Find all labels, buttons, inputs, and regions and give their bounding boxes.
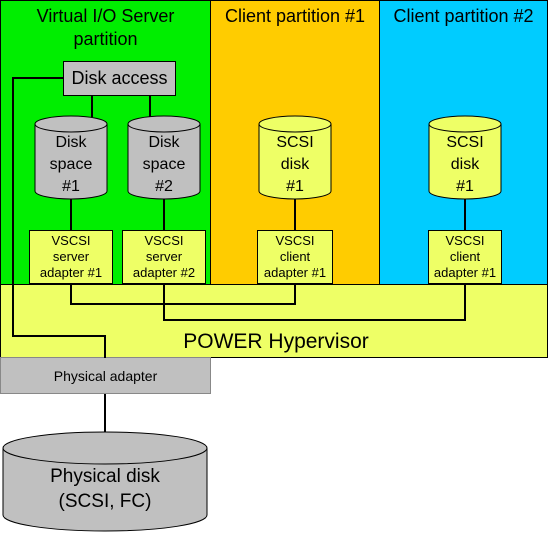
disk-access-label: Disk access	[71, 68, 168, 88]
client-partition-1-title: Client partition #1	[224, 6, 366, 26]
vios-partition-title: Virtual I/O Server partition	[36, 6, 175, 49]
vscsi-client-adapter-1: VSCSI client adapter #1	[257, 230, 333, 284]
scsi-disk-1-label: SCSI disk #1	[276, 134, 314, 195]
power-hypervisor-label: POWER Hypervisor	[183, 330, 369, 353]
vscsi-server-adapter-1-label: VSCSI server adapter #1	[39, 233, 103, 280]
disk-space-2-cylinder	[127, 115, 201, 200]
disk-access-box: Disk access	[63, 61, 176, 96]
server2-to-client2-path	[163, 284, 466, 321]
disk-access-to-adapter-line	[12, 77, 106, 358]
vscsi-server-adapter-1: VSCSI server adapter #1	[29, 230, 113, 284]
scsi-disk-2-label: SCSI disk #1	[446, 134, 484, 195]
vscsi-client-adapter-2: VSCSI client adapter #1	[428, 230, 502, 284]
vscsi-server-adapter-2-label: VSCSI server adapter #2	[132, 233, 196, 280]
client-partition-2-title: Client partition #2	[393, 6, 534, 26]
vscsi-server-adapter-2: VSCSI server adapter #2	[122, 230, 206, 284]
scsi-disk-2-cylinder	[428, 115, 502, 200]
vscsi-client-adapter-2-label: VSCSI client adapter #1	[433, 233, 497, 280]
disk-space-1-cylinder	[34, 115, 108, 200]
scsi-disk-1-cylinder	[258, 115, 332, 200]
physical-adapter-label: Physical adapter	[53, 367, 158, 384]
disk-space-1-label: Disk space #1	[49, 134, 93, 195]
physical-disk-label: Physical disk (SCSI, FC)	[50, 466, 160, 512]
vscsi-client-adapter-1-label: VSCSI client adapter #1	[263, 233, 327, 280]
physical-disk-cylinder	[2, 431, 208, 532]
server1-to-client1-path	[70, 284, 296, 305]
disk-space-2-label: Disk space #2	[142, 134, 186, 195]
